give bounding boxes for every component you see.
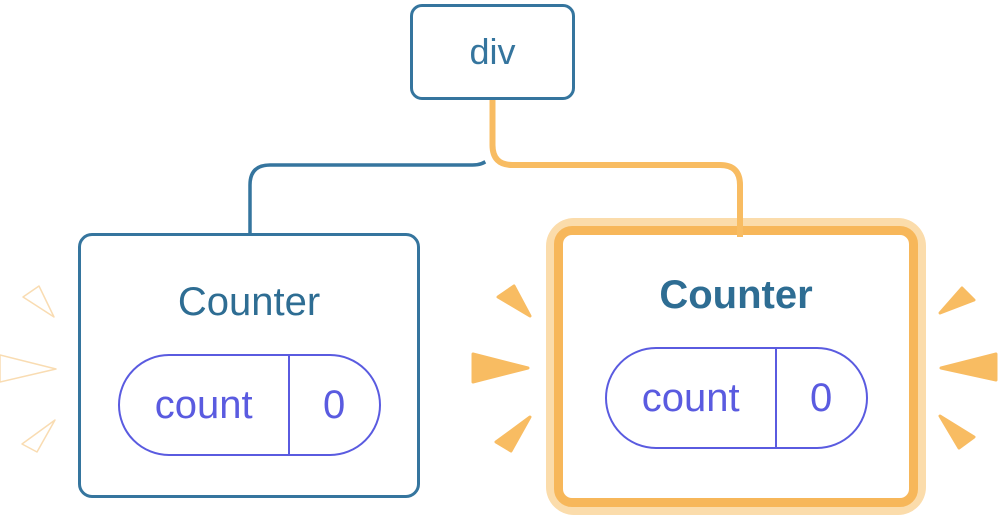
- spark-icon: [471, 352, 530, 384]
- spark-icon: [494, 415, 532, 453]
- spark-burst-right-inner: [471, 284, 532, 453]
- spark-icon: [22, 285, 55, 318]
- connector-left-blue: [248, 99, 495, 236]
- state-pill: count 0: [604, 347, 868, 449]
- state-value: 0: [287, 356, 379, 454]
- state-value: 0: [774, 349, 866, 447]
- counter-title: Counter: [177, 280, 321, 324]
- counter-card-right-highlight-ring: Counter count 0: [546, 218, 926, 515]
- spark-icon: [496, 284, 532, 318]
- root-node: div: [410, 4, 575, 100]
- spark-icon: [21, 419, 56, 453]
- spark-icon: [939, 352, 998, 382]
- counter-card-right: Counter count 0: [554, 226, 918, 507]
- state-pill: count 0: [117, 354, 381, 456]
- connector-right-orange: [489, 98, 743, 237]
- spark-icon: [0, 354, 57, 383]
- spark-icon: [938, 414, 976, 450]
- spark-icon: [938, 286, 976, 315]
- spark-burst-right-outer: [938, 286, 998, 450]
- connector-right-casing: [481, 98, 751, 218]
- counter-title: Counter: [659, 273, 813, 317]
- root-node-label: div: [469, 31, 516, 72]
- state-key: count: [641, 375, 740, 420]
- counter-card-left: Counter count 0: [78, 233, 420, 498]
- spark-burst-left-faded: [0, 285, 57, 453]
- state-key: count: [154, 382, 253, 427]
